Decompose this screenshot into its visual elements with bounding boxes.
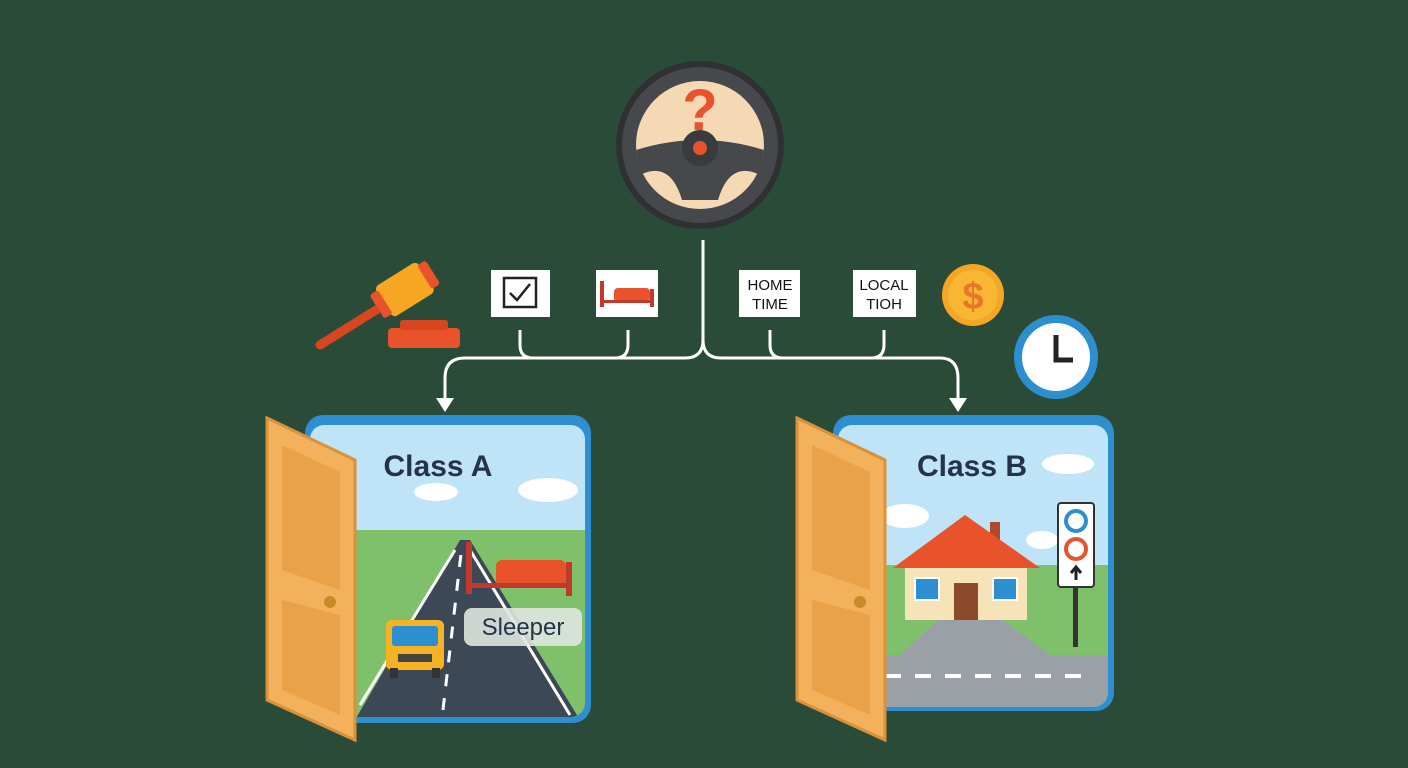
class-a-title: Class A xyxy=(384,450,493,483)
svg-text:TIME: TIME xyxy=(752,296,788,313)
door-knob-icon xyxy=(324,596,336,608)
arrow-to-class-b xyxy=(949,398,967,412)
door-knob-icon xyxy=(854,596,866,608)
svg-text:TIOH: TIOH xyxy=(866,296,902,313)
class-b-title: Class B xyxy=(917,450,1027,483)
checklist-clipboard-icon xyxy=(502,276,538,309)
svg-text:$: $ xyxy=(962,276,983,318)
arrow-to-class-a xyxy=(436,398,454,412)
sleeper-bed-icon xyxy=(600,281,654,307)
clock-icon xyxy=(1014,315,1098,399)
sleeper-bed-icon xyxy=(466,542,572,596)
traffic-signal-icon xyxy=(1057,502,1095,647)
factor-home-time-card: HOME TIME xyxy=(739,270,800,317)
class-b-door[interactable] xyxy=(795,415,887,743)
factor-sleeper-card xyxy=(596,270,658,317)
connector-lines xyxy=(443,240,960,400)
steering-wheel-question-icon: ? xyxy=(616,61,784,229)
svg-text:HOME: HOME xyxy=(748,277,793,294)
question-mark: ? xyxy=(682,78,717,143)
gavel-icon xyxy=(315,261,460,350)
class-a-door[interactable] xyxy=(265,415,357,743)
factor-local-card: LOCAL TIOH xyxy=(853,270,916,317)
svg-text:LOCAL: LOCAL xyxy=(859,277,908,294)
sleeper-badge: Sleeper xyxy=(482,614,565,641)
factor-checklist-card xyxy=(491,270,550,317)
dollar-coin-icon: $ xyxy=(942,264,1004,326)
house-icon xyxy=(893,515,1040,620)
truck-icon xyxy=(386,620,444,678)
